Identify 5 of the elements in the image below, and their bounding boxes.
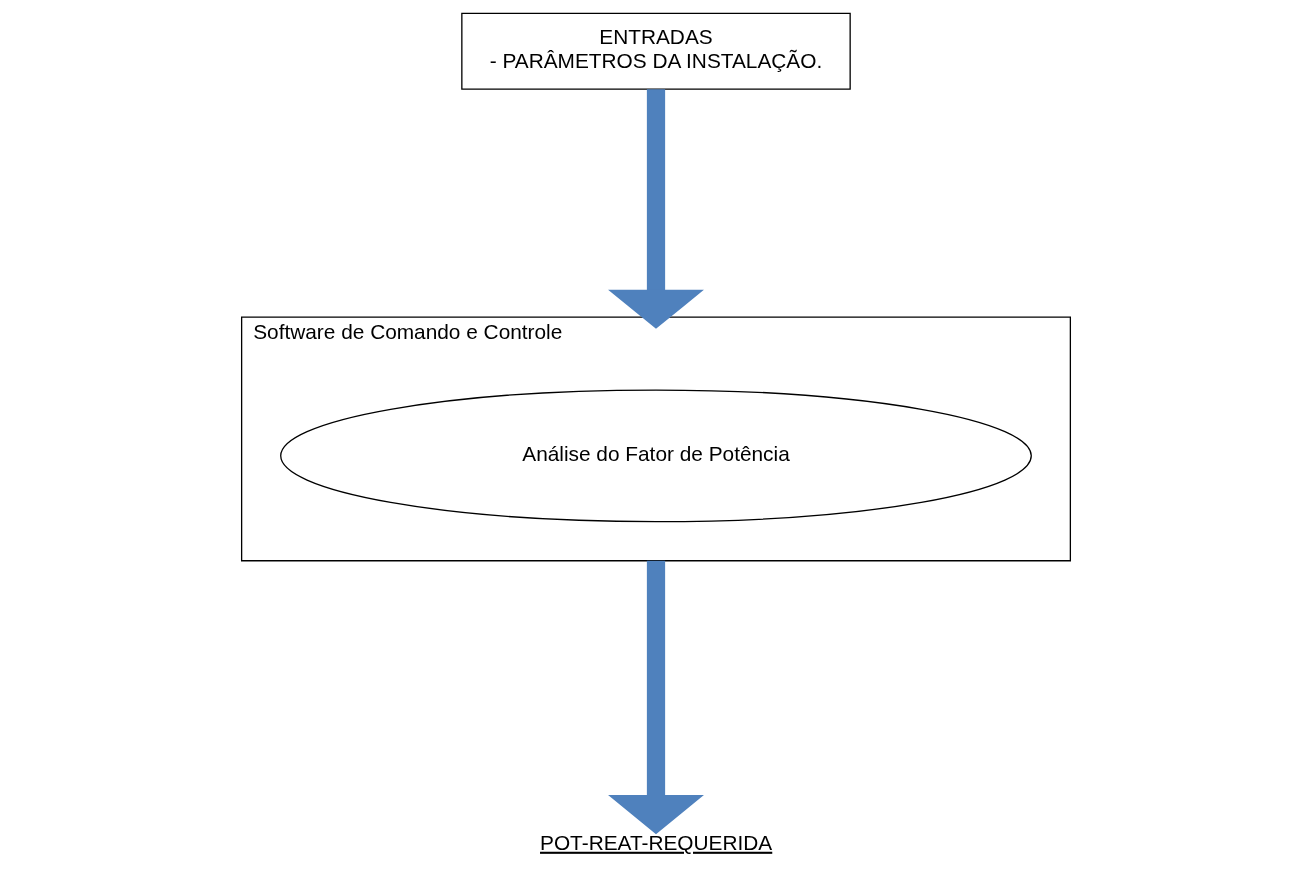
node-text: POT-REAT-REQUERIDA <box>540 830 773 854</box>
arrow <box>608 89 704 329</box>
arrow <box>608 560 704 835</box>
node-box: ENTRADAS - PARÂMETROS DA INSTALAÇÃO. <box>461 12 851 90</box>
node-ellipse: Análise do Fator de Potência <box>280 389 1032 523</box>
